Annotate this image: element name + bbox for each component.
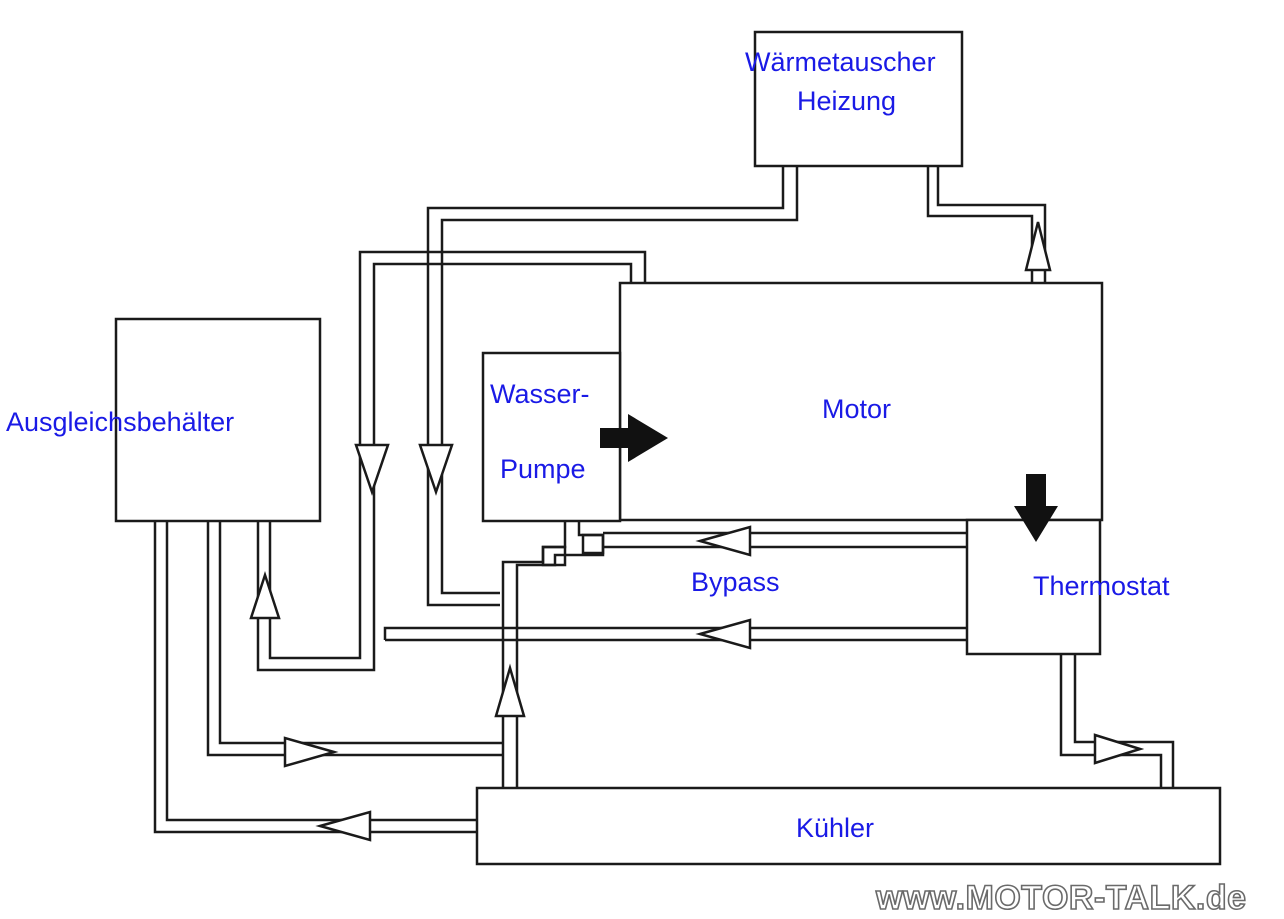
arrow-right-reservoir-pump (283, 736, 339, 768)
pipe-reservoir-radiator-inner (165, 521, 477, 822)
pipe-heater-supply-left (926, 166, 1034, 283)
bypass-label: Bypass (691, 567, 780, 597)
pipe-reservoir-pump-inner (218, 521, 503, 745)
radiator-box (475, 786, 1222, 866)
arrow-left-radiator-reservoir (315, 810, 372, 842)
arrow-right-thermostat-radiator (1093, 733, 1145, 765)
thermostat-label: Thermostat (1033, 571, 1170, 601)
bypass-fitting (581, 533, 605, 555)
pipe-heater-supply-right (936, 166, 1047, 283)
radiator-label: Kühler (796, 813, 875, 843)
arrow-left-bypass (695, 525, 752, 557)
arrow-up-pump-line (494, 663, 526, 718)
water-pump-box (481, 351, 622, 523)
arrow-down-engine-thermostat (1014, 474, 1058, 542)
arrow-up-heater-supply (1024, 221, 1052, 272)
thermostat-box (965, 518, 1102, 656)
pump-label-line2: Pumpe (500, 454, 586, 484)
pipe-reservoir-pump-outer (206, 521, 503, 757)
arrow-down-heater-return (418, 443, 454, 496)
pump-fitting (541, 545, 567, 567)
heater-core-box (753, 30, 964, 168)
reservoir-label: Ausgleichsbehälter (6, 407, 235, 437)
engine-label: Motor (822, 394, 892, 424)
reservoir-box (114, 317, 322, 523)
pipe-return-upper (383, 626, 967, 640)
arrow-right-pump-engine (600, 414, 668, 462)
pump-label-line1: Wasser- (490, 379, 590, 409)
heater-label-line2: Heizung (797, 86, 897, 116)
pipe-heater-return-inner (440, 166, 799, 595)
pipe-thermostat-radiator-inner (1073, 654, 1175, 788)
pipe-heater-return-outer (426, 166, 785, 607)
watermark: www.MOTOR-TALK.de (875, 879, 1247, 917)
arrow-down-vent (354, 443, 390, 496)
heater-label-line1: Wärmetauscher (745, 47, 936, 77)
arrow-left-return (695, 618, 752, 650)
arrow-up-reservoir (249, 570, 281, 620)
engine-box (618, 281, 1104, 522)
